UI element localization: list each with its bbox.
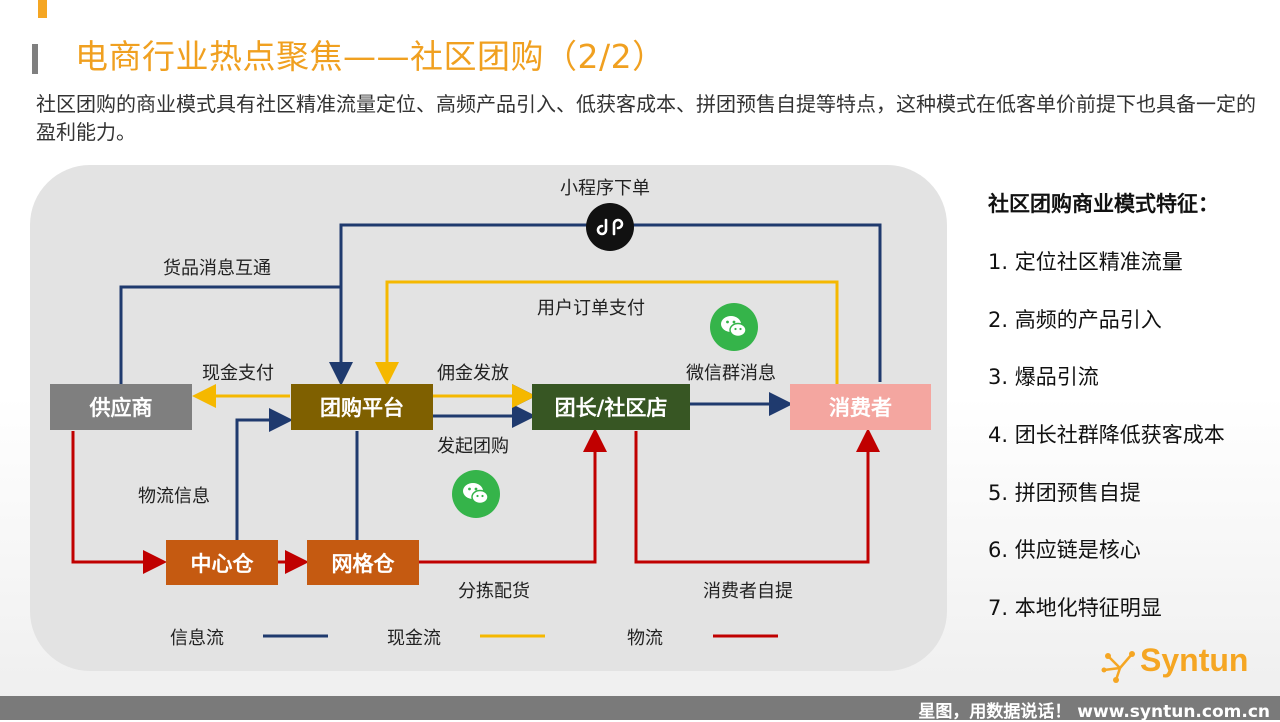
feature-item: 4. 团长社群降低获客成本 [988,423,1225,447]
label-user-payment: 用户订单支付 [537,298,645,319]
label-goods-info: 货品消息互通 [163,258,271,279]
feature-item: 6. 供应链是核心 [988,538,1141,562]
legend-logistics-flow: 物流 [627,628,663,649]
footer-bar: 星图，用数据说话！ www.syntun.com.cn [0,696,1280,722]
logo-mark-icon [1101,651,1135,683]
page-subtitle: 社区团购的商业模式具有社区精准流量定位、高频产品引入、低获客成本、拼团预售自提等… [36,92,1256,144]
label-logistics-info: 物流信息 [138,486,210,507]
feature-item: 2. 高频的产品引入 [988,308,1162,332]
info-flow-logistics [235,408,293,540]
legend-cash-flow: 现金流 [387,628,441,649]
label-self-pickup: 消费者自提 [703,581,793,602]
node-central-warehouse: 中心仓 [166,540,278,585]
label-wechat-group: 微信群消息 [686,363,776,384]
logistics-flow-supplier-central [71,431,167,574]
mini-program-icon [586,203,634,251]
feature-item: 7. 本地化特征明显 [988,596,1162,620]
wechat-icon [710,303,758,351]
node-grid-warehouse: 网格仓 [307,540,419,585]
footer-slogan: 星图，用数据说话！ www.syntun.com.cn [918,702,1270,722]
info-flow-supplier-platform [119,285,341,384]
label-launch-group: 发起团购 [437,436,509,457]
legend-info-flow: 信息流 [170,628,224,649]
label-commission: 佣金发放 [437,363,509,384]
features-title: 社区团购商业模式特征： [988,192,1219,216]
node-supplier: 供应商 [50,384,192,430]
feature-item: 5. 拼团预售自提 [988,481,1141,505]
label-cash-payment: 现金支付 [202,363,274,384]
cash-flow-consumer-platform [375,280,839,386]
logistics-flow-grid-leader [419,428,607,564]
node-consumer: 消费者 [790,384,931,430]
node-leader: 团长/社区店 [532,384,690,430]
feature-item: 3. 爆品引流 [988,365,1099,389]
wechat-icon [452,470,500,518]
logo-text: Syntun [1140,642,1249,678]
title-marker [32,44,38,74]
syntun-logo: Syntun [1100,640,1270,690]
logistics-flow-leader-consumer [634,428,880,564]
node-platform: 团购平台 [291,384,433,430]
page-title: 电商行业热点聚焦——社区团购（2/2） [75,37,666,76]
label-mini-program: 小程序下单 [560,178,650,199]
feature-item: 1. 定位社区精准流量 [988,250,1183,274]
accent-bar [38,0,47,18]
label-sorting: 分拣配货 [458,581,530,602]
